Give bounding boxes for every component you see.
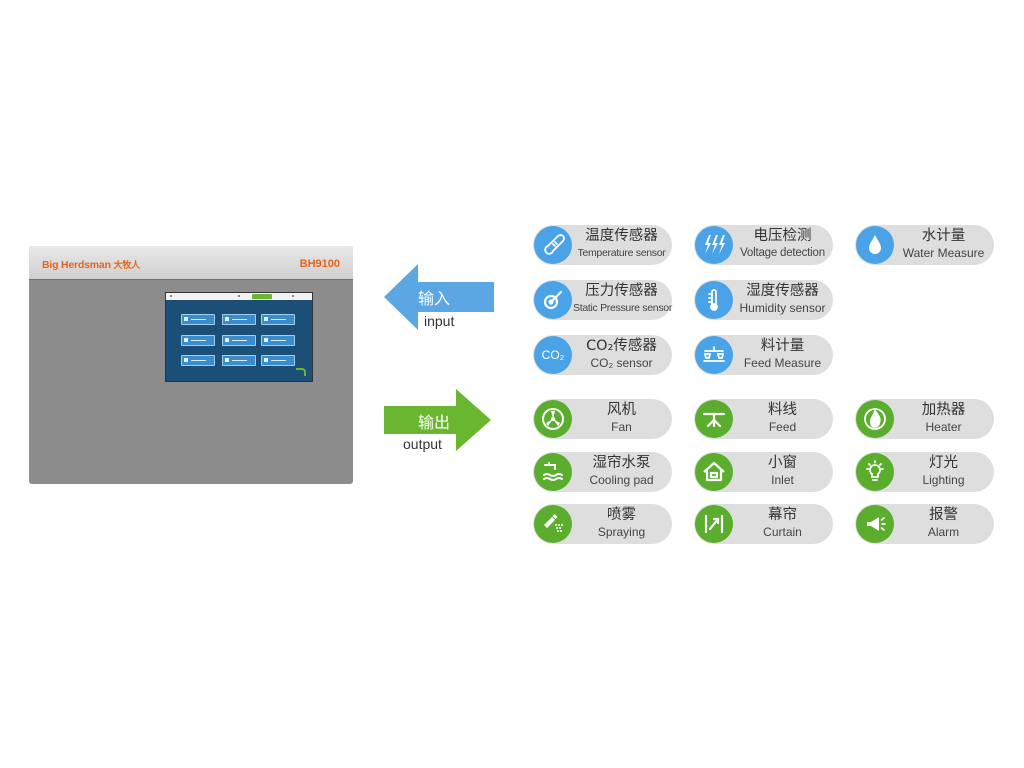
- screen-tile: [261, 335, 295, 346]
- output-label-en: Alarm: [927, 525, 960, 539]
- input-static-pressure-sensor: 压力传感器 Static Pressure sensor: [533, 280, 672, 320]
- input-arrow-label: 输入: [418, 289, 451, 308]
- bulb-icon: [856, 453, 894, 491]
- input-voltage-detection: 电压检测 Voltage detection: [694, 225, 833, 265]
- input-label-en: Static Pressure sensor: [573, 302, 673, 314]
- input-label-cn: 温度传感器: [585, 228, 658, 244]
- co2-icon-text: CO₂: [541, 348, 565, 362]
- output-label-en: Heater: [925, 420, 962, 434]
- pressure-gauge-icon: [534, 281, 572, 319]
- brand-name-cn: 大牧人: [113, 260, 141, 270]
- input-arrow-sublabel: input: [424, 313, 455, 329]
- feed-line-icon: [695, 400, 733, 438]
- screen-tile: [181, 335, 215, 346]
- input-feed-measure: 料计量 Feed Measure: [694, 335, 833, 375]
- output-arrow-shape: [384, 389, 491, 451]
- output-label-cn: 幕帘: [768, 507, 797, 523]
- controller-device: Big Herdsman 大牧人 BH9100: [29, 246, 353, 484]
- input-arrow-shape: [384, 264, 494, 330]
- scale-icon: [695, 336, 733, 374]
- input-label-en: Feed Measure: [743, 356, 822, 370]
- device-header: Big Herdsman 大牧人 BH9100: [29, 246, 353, 280]
- screen-tile: [181, 314, 215, 325]
- output-label-en: Inlet: [771, 473, 794, 487]
- input-temperature-sensor: 温度传感器 Temperature sensor: [533, 225, 672, 265]
- output-label-cn: 加热器: [921, 402, 966, 418]
- input-label-cn: 压力传感器: [585, 283, 658, 299]
- output-label-cn: 喷雾: [607, 507, 636, 523]
- window-house-icon: [695, 453, 733, 491]
- input-label-en: CO₂ sensor: [590, 356, 653, 370]
- lightning-icon: [695, 226, 733, 264]
- brand-name: Big Herdsman: [42, 259, 111, 271]
- output-label-en: Lighting: [922, 473, 965, 487]
- water-pump-icon: [534, 453, 572, 491]
- output-arrow: [384, 389, 491, 451]
- input-water-measure: 水计量 Water Measure: [855, 225, 994, 265]
- output-spraying: 喷雾 Spraying: [533, 504, 672, 544]
- input-label-cn: 水计量: [921, 228, 966, 244]
- input-label-en: Temperature sensor: [577, 247, 666, 259]
- output-alarm: 报警 Alarm: [855, 504, 994, 544]
- controller-screen: [165, 292, 313, 382]
- spray-icon: [534, 505, 572, 543]
- humidity-thermometer-icon: [695, 281, 733, 319]
- screen-tile: [261, 355, 295, 366]
- output-cooling-pad: 湿帘水泵 Cooling pad: [533, 452, 672, 492]
- input-arrow: [384, 264, 494, 330]
- output-label-en: Spraying: [597, 525, 646, 539]
- input-humidity-sensor: 湿度传感器 Humidity sensor: [694, 280, 833, 320]
- output-label-en: Feed: [768, 420, 797, 434]
- thermometer-icon: [534, 226, 572, 264]
- output-label-cn: 灯光: [929, 455, 958, 471]
- screen-tile: [222, 314, 256, 325]
- output-fan: 风机 Fan: [533, 399, 672, 439]
- output-label-cn: 小窗: [768, 455, 797, 471]
- output-arrow-sublabel: output: [403, 436, 442, 452]
- screen-tile: [261, 314, 295, 325]
- output-label-cn: 湿帘水泵: [592, 455, 651, 471]
- output-label-cn: 报警: [929, 507, 958, 523]
- output-inlet: 小窗 Inlet: [694, 452, 833, 492]
- output-curtain: 幕帘 Curtain: [694, 504, 833, 544]
- fan-icon: [534, 400, 572, 438]
- output-lighting: 灯光 Lighting: [855, 452, 994, 492]
- output-label-en: Curtain: [763, 525, 802, 539]
- screen-tile: [181, 355, 215, 366]
- curtain-icon: [695, 505, 733, 543]
- flame-icon: [856, 400, 894, 438]
- screen-tile: [222, 335, 256, 346]
- screen-status-pill: [252, 294, 272, 299]
- input-label-en: Humidity sensor: [739, 301, 826, 315]
- output-arrow-label: 输出: [418, 413, 451, 432]
- co2-icon: CO₂: [534, 336, 572, 374]
- input-co2-sensor: CO₂ CO₂传感器 CO₂ sensor: [533, 335, 672, 375]
- screen-status-bar: [166, 293, 312, 300]
- output-label-cn: 料线: [768, 402, 797, 418]
- output-label-cn: 风机: [607, 402, 636, 418]
- input-label-cn: 料计量: [760, 338, 805, 354]
- model-number: BH9100: [299, 258, 340, 270]
- output-heater: 加热器 Heater: [855, 399, 994, 439]
- water-drop-icon: [856, 226, 894, 264]
- brand-logo: Big Herdsman 大牧人: [42, 258, 140, 271]
- input-label-en: Water Measure: [902, 246, 985, 260]
- input-label-cn: 湿度传感器: [746, 283, 819, 299]
- output-label-en: Cooling pad: [589, 473, 654, 487]
- output-label-en: Fan: [611, 420, 632, 434]
- input-label-cn: 电压检测: [753, 228, 812, 244]
- input-label-en: Voltage detection: [740, 247, 825, 259]
- screen-tile: [222, 355, 256, 366]
- megaphone-icon: [856, 505, 894, 543]
- output-feed: 料线 Feed: [694, 399, 833, 439]
- screen-back-icon: [296, 368, 306, 376]
- input-label-cn: CO₂传感器: [586, 338, 657, 354]
